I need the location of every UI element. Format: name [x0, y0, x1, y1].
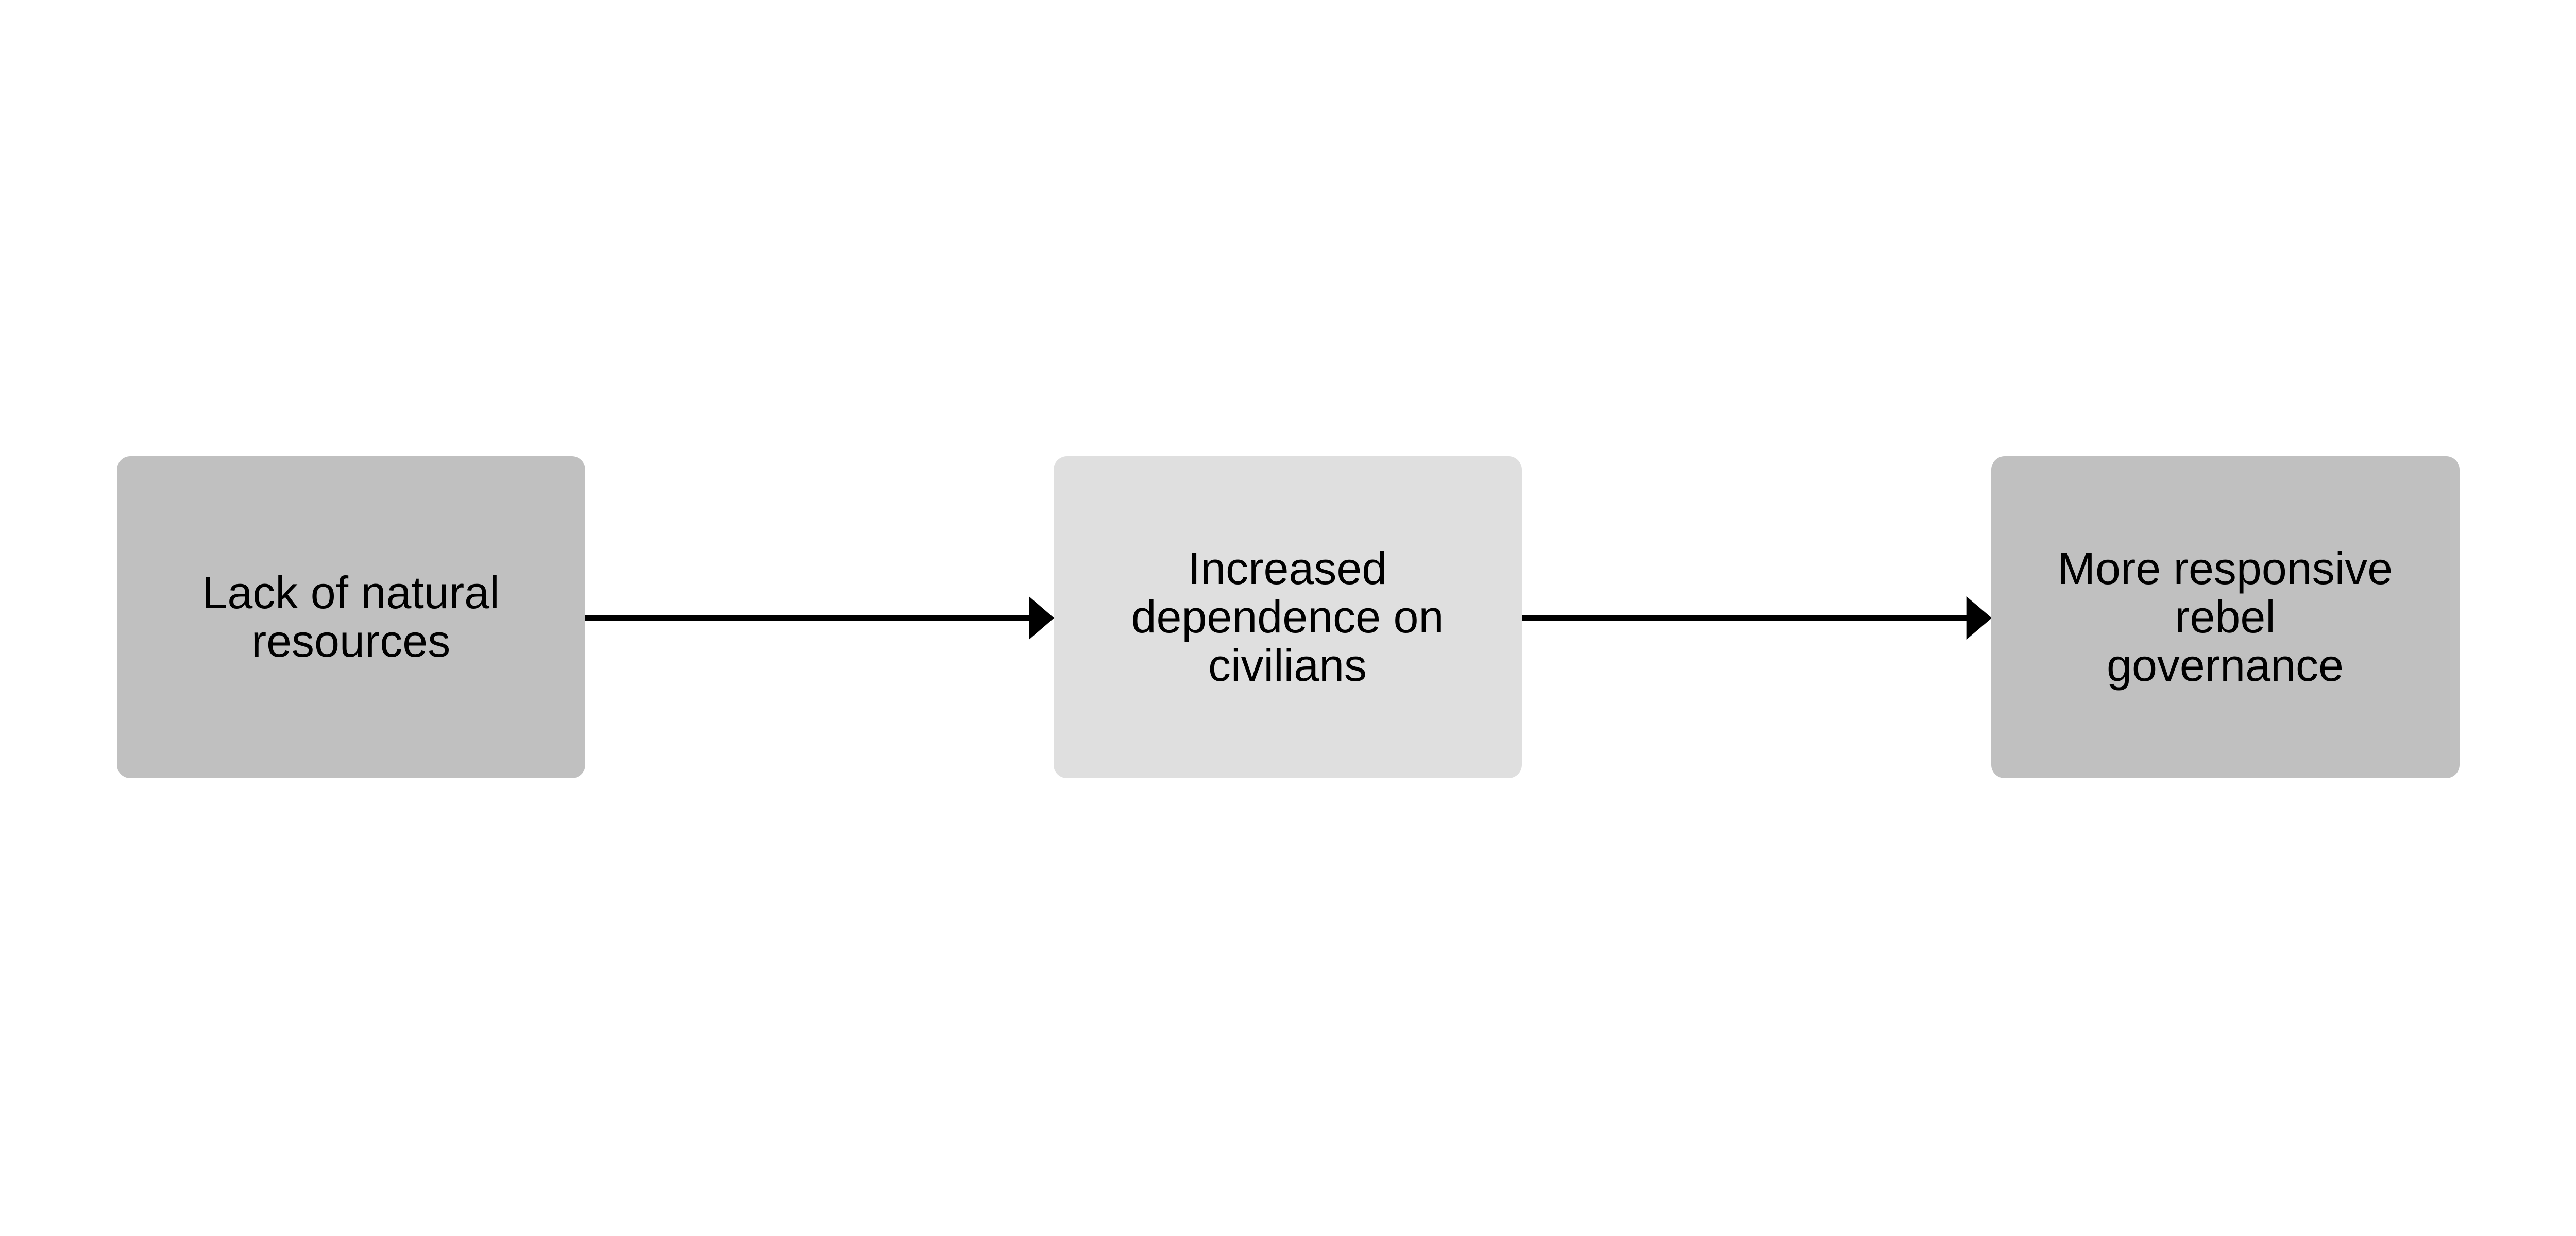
node-lack-of-natural-resources: Lack of natural resources	[116, 456, 585, 778]
node-increased-dependence-on-civilians: Increased dependence on civilians	[1053, 456, 1522, 778]
edge-n2-n3	[1521, 596, 1992, 640]
node-label: Lack of natural resources	[202, 567, 500, 667]
edge-n1-n2	[585, 596, 1054, 640]
arrowhead-icon	[1029, 596, 1054, 640]
node-label: More responsive rebel governance	[2057, 543, 2393, 691]
node-label: Increased dependence on civilians	[1131, 543, 1444, 691]
node-more-responsive-rebel-governance: More responsive rebel governance	[1991, 456, 2460, 778]
arrowhead-icon	[1966, 596, 1992, 640]
